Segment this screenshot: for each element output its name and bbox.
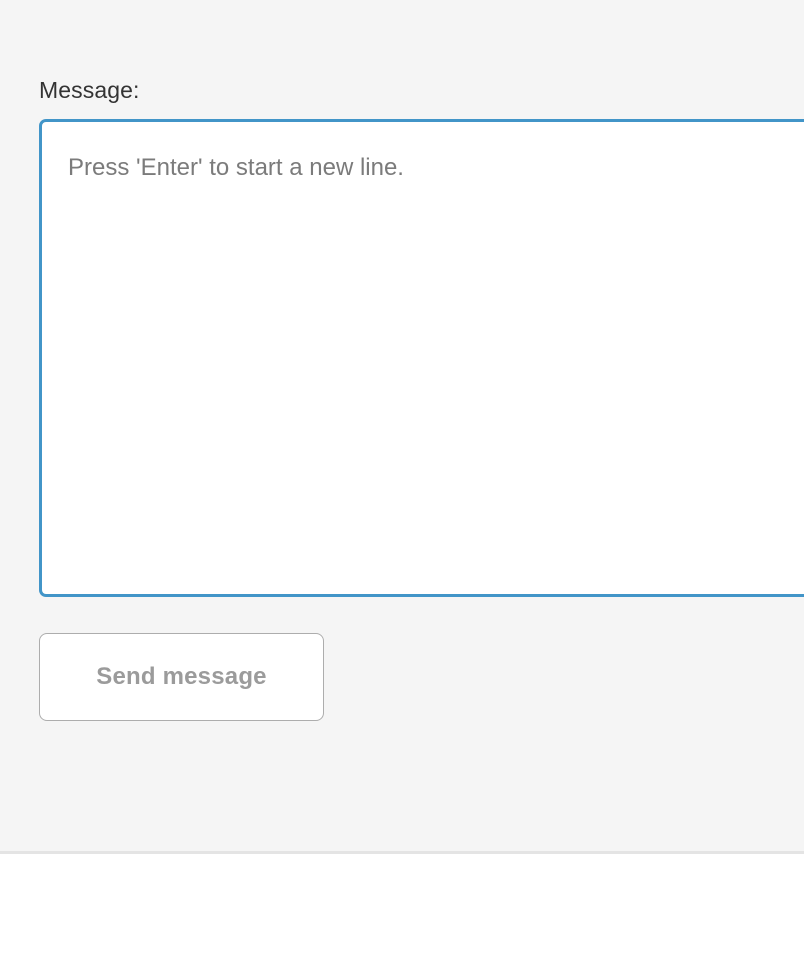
- message-field-label: Message:: [39, 77, 140, 103]
- panel-divider: [0, 851, 804, 854]
- message-composer-panel: Message: Send message: [39, 77, 804, 721]
- send-message-button-label: Send message: [96, 663, 267, 690]
- message-input[interactable]: [42, 122, 804, 594]
- lower-blank-area: [0, 854, 804, 980]
- message-textarea-container[interactable]: [39, 119, 804, 597]
- send-message-button[interactable]: Send message: [39, 633, 324, 721]
